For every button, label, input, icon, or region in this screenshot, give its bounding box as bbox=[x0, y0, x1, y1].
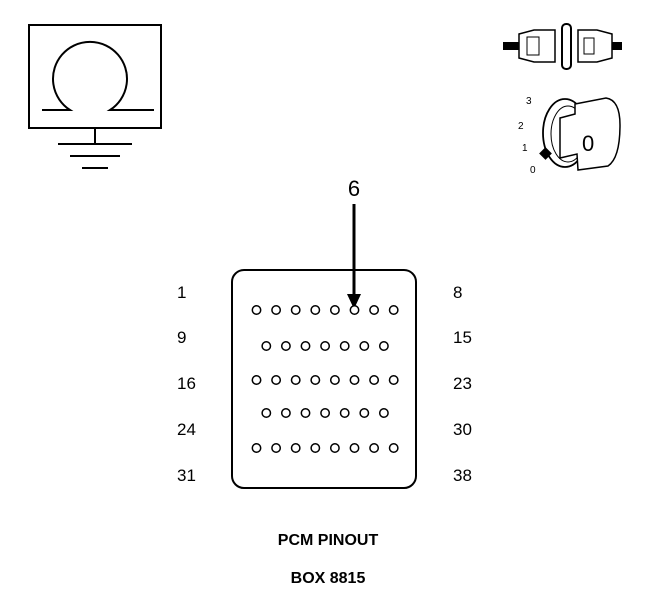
pin-28 bbox=[339, 408, 350, 418]
pin-13 bbox=[339, 341, 350, 351]
pin-34 bbox=[310, 443, 321, 453]
row-label-right-1: 8 bbox=[453, 283, 462, 302]
row-label-right-5: 38 bbox=[453, 466, 472, 485]
pin-9 bbox=[261, 341, 272, 351]
row-label-right-4: 30 bbox=[453, 420, 472, 439]
pin-29 bbox=[359, 408, 370, 418]
pin-20 bbox=[329, 375, 340, 385]
pin-7 bbox=[369, 305, 380, 315]
probe-pin-label: 6 bbox=[348, 176, 360, 201]
ignition-key-icon: 0 3 2 1 0 bbox=[518, 96, 621, 176]
row-label-left-4: 24 bbox=[177, 420, 196, 439]
ignition-position-2: 2 bbox=[518, 121, 524, 132]
diagram-subtitle: BOX 8815 bbox=[291, 570, 366, 587]
ignition-position-1: 1 bbox=[522, 143, 528, 154]
ignition-key-label: 0 bbox=[582, 131, 594, 156]
pin-31 bbox=[251, 443, 262, 453]
row-label-right-2: 15 bbox=[453, 328, 472, 347]
ignition-position-0: 0 bbox=[530, 165, 536, 176]
pin-15 bbox=[378, 341, 389, 351]
pin-5 bbox=[329, 305, 340, 315]
row-label-left-2: 9 bbox=[177, 328, 186, 347]
pin-26 bbox=[300, 408, 311, 418]
pin-32 bbox=[271, 443, 282, 453]
pin-25 bbox=[280, 408, 291, 418]
pin-12 bbox=[320, 341, 331, 351]
diagram-title: PCM PINOUT bbox=[278, 532, 379, 549]
row-label-left-1: 1 bbox=[177, 283, 186, 302]
pin-30 bbox=[378, 408, 389, 418]
pin-33 bbox=[290, 443, 301, 453]
ohmmeter-icon bbox=[28, 24, 162, 169]
pcm-connector-outline bbox=[231, 269, 417, 489]
row-label-left-5: 31 bbox=[177, 466, 196, 485]
ignition-position-3: 3 bbox=[526, 96, 532, 107]
pin-6 bbox=[349, 305, 360, 315]
disconnected-connector-icon bbox=[503, 23, 622, 70]
pin-10 bbox=[280, 341, 291, 351]
row-label-left-3: 16 bbox=[177, 374, 196, 393]
pin-2 bbox=[271, 305, 282, 315]
pin-17 bbox=[271, 375, 282, 385]
pin-24 bbox=[261, 408, 272, 418]
pin-3 bbox=[290, 305, 301, 315]
pin-11 bbox=[300, 341, 311, 351]
pin-8 bbox=[388, 305, 399, 315]
probe-arrow: 6 bbox=[347, 176, 361, 309]
pin-21 bbox=[349, 375, 360, 385]
pin-37 bbox=[369, 443, 380, 453]
pin-18 bbox=[290, 375, 301, 385]
pcm-connector-pins bbox=[251, 305, 399, 453]
pin-16 bbox=[251, 375, 262, 385]
row-label-right-3: 23 bbox=[453, 374, 472, 393]
pin-23 bbox=[388, 375, 399, 385]
pin-14 bbox=[359, 341, 370, 351]
pin-35 bbox=[329, 443, 340, 453]
pin-19 bbox=[310, 375, 321, 385]
pin-36 bbox=[349, 443, 360, 453]
pin-4 bbox=[310, 305, 321, 315]
pin-38 bbox=[388, 443, 399, 453]
pin-1 bbox=[251, 305, 262, 315]
pin-22 bbox=[369, 375, 380, 385]
pin-27 bbox=[320, 408, 331, 418]
